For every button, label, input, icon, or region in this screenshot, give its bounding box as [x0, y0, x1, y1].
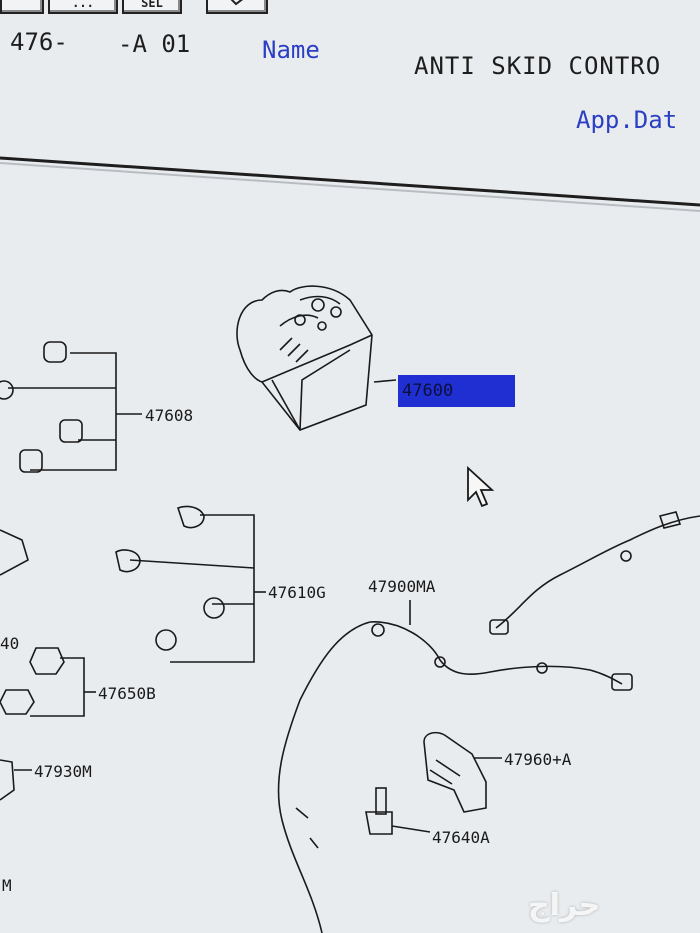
- part-label-47930m[interactable]: 47930M: [34, 762, 92, 781]
- abs-actuator-drawing: [236, 285, 397, 431]
- part-variant: -A 01: [118, 30, 191, 58]
- toolbar-button-2[interactable]: ...: [48, 0, 118, 14]
- part-number-prefix: 476-: [10, 28, 68, 56]
- toolbar-button-select[interactable]: SEL: [122, 0, 182, 14]
- part-title: ANTI SKID CONTRO: [414, 52, 662, 80]
- mouse-cursor-icon: [467, 466, 495, 508]
- selected-part-47600[interactable]: 47600: [398, 375, 515, 407]
- name-link[interactable]: Name: [262, 36, 320, 64]
- toolbar-button-1[interactable]: [0, 0, 44, 14]
- part-label-47900ma[interactable]: 47900MA: [368, 577, 436, 596]
- part-label-47650b[interactable]: 47650B: [98, 684, 156, 703]
- bracket-group-47608: [0, 341, 142, 473]
- toolbar-button-tool[interactable]: [206, 0, 268, 14]
- part-label-edge-40[interactable]: 40: [0, 634, 20, 653]
- watermark: حراج: [528, 888, 601, 923]
- part-header: 476- -A 01 Name ANTI SKID CONTRO App.Dat: [0, 22, 700, 152]
- sensor-47960a: [423, 731, 502, 813]
- fastener-group-47650b: [0, 647, 96, 717]
- part-label-edge-m[interactable]: M: [2, 876, 12, 895]
- wiring-harness-47900ma: [277, 511, 700, 933]
- part-label-47960a[interactable]: 47960+A: [504, 750, 572, 769]
- bracket-group-47610g: [115, 505, 266, 663]
- app-data-link[interactable]: App.Dat: [576, 106, 678, 134]
- part-label-47610g[interactable]: 47610G: [268, 583, 326, 602]
- part-label-47640a[interactable]: 47640A: [432, 828, 490, 847]
- sensor-47640a: [365, 787, 431, 835]
- part-label-47608[interactable]: 47608: [145, 406, 194, 425]
- tool-icon: [230, 0, 243, 6]
- edge-part-47930m: [0, 529, 32, 801]
- toolbar: ... SEL: [0, 0, 700, 22]
